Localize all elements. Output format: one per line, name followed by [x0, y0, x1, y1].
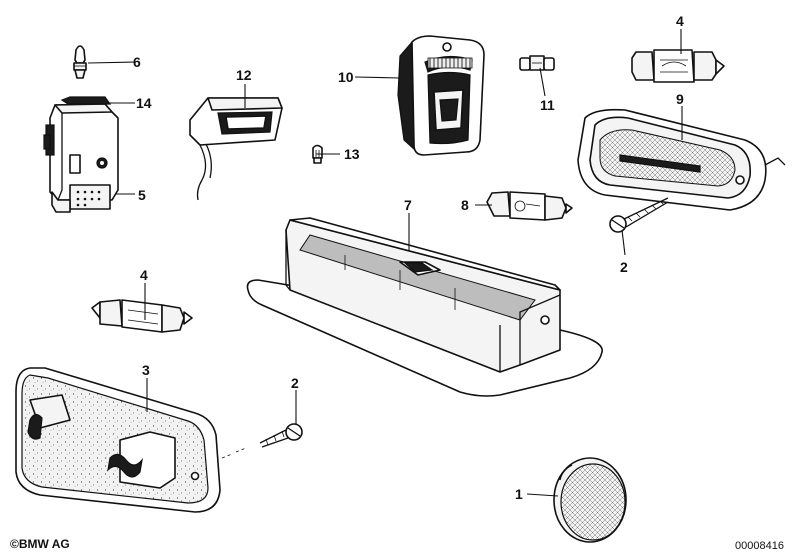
callout-2-right: 2	[620, 259, 628, 275]
part-8-festoon-bulb	[486, 191, 573, 221]
callout-4-left: 4	[140, 267, 148, 283]
part-6-wedge-bulb	[73, 45, 87, 79]
part-13-glass-bulb	[312, 144, 323, 164]
callout-10: 10	[338, 69, 354, 85]
callout-1: 1	[515, 486, 523, 502]
part-12-map-light	[189, 97, 283, 201]
part-1-round-lens	[553, 457, 627, 543]
callout-9: 9	[676, 91, 684, 107]
part-10-switch-housing	[397, 35, 485, 156]
leader-lines	[87, 29, 683, 497]
part-2-screw-left	[221, 423, 303, 459]
callout-14: 14	[136, 95, 152, 111]
document-number: 00008416	[735, 540, 784, 552]
callout-8: 8	[461, 197, 469, 213]
copyright-brand: ©BMW AG	[10, 537, 70, 551]
copyright-brand-text: ©BMW AG	[10, 537, 70, 551]
part-4-festoon-bulb-left	[91, 299, 193, 333]
callout-11: 11	[540, 97, 555, 113]
callout-labels: 6 14 5 12 13 10 11 4 9 2 8 7 4 3 2 1	[133, 13, 684, 502]
callout-7: 7	[404, 197, 412, 213]
callout-6: 6	[133, 54, 141, 70]
part-2-screw-right	[609, 197, 669, 233]
part-5-socket-housing	[43, 96, 119, 213]
part-7-tray-housing	[246, 217, 603, 397]
part-11-tube-fuse	[519, 55, 555, 71]
callout-13: 13	[344, 146, 360, 162]
callout-12: 12	[236, 67, 252, 83]
callout-2-left: 2	[291, 375, 299, 391]
callout-5: 5	[138, 187, 146, 203]
callout-4-top: 4	[676, 13, 684, 29]
callout-3: 3	[142, 362, 150, 378]
part-9-lamp-body	[577, 108, 786, 211]
part-3-lamp-housing	[15, 367, 221, 513]
part-4-festoon-bulb-top	[631, 49, 725, 83]
